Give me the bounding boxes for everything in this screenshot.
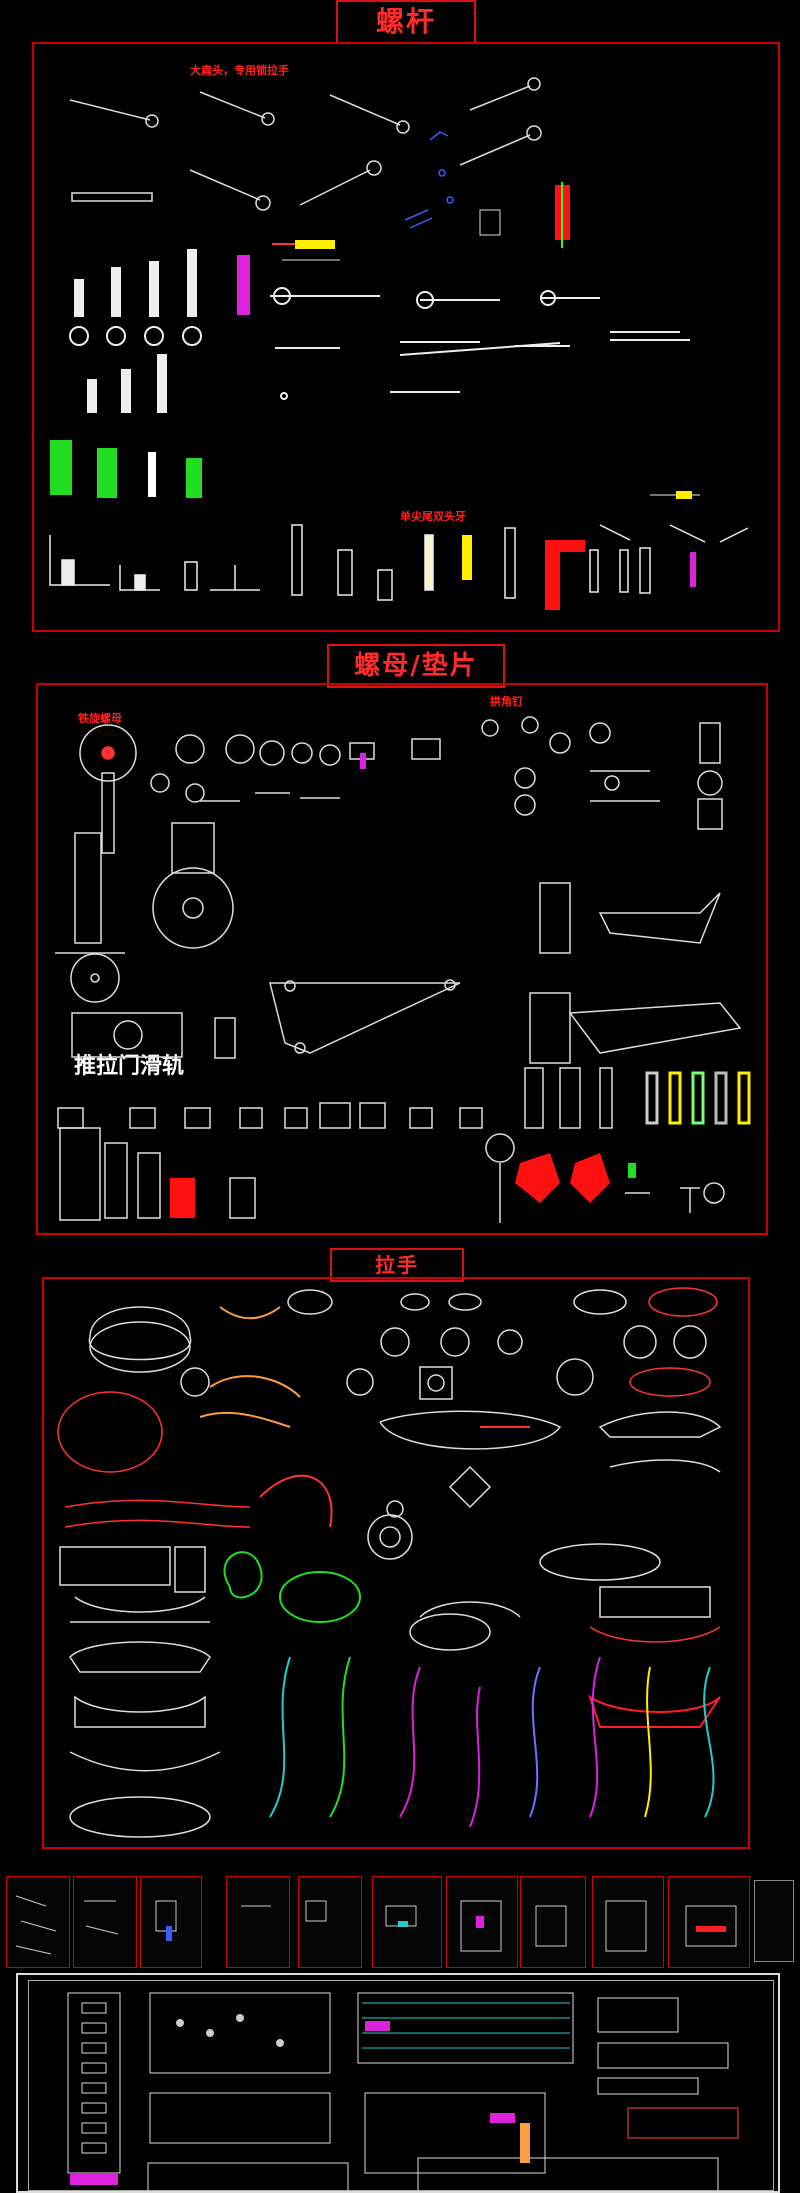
section-title-bolts: 螺杆 — [336, 0, 476, 44]
bolts-note-mid: 单尖尾双头牙 — [400, 510, 466, 523]
thumbnail-strip — [6, 1876, 796, 1971]
thumbnail-5[interactable] — [298, 1876, 362, 1968]
sliding-door-rail-label: 推拉门滑轨 — [74, 1054, 185, 1079]
bolts-frame — [32, 42, 780, 632]
thumbnail-1[interactable] — [6, 1876, 70, 1968]
bolts-drawings — [49, 77, 749, 610]
thumbnail-11[interactable] — [754, 1880, 794, 1962]
nuts-note-left: 铁旋螺母 — [78, 712, 122, 725]
nuts-drawings — [55, 716, 751, 1223]
handles-drawings — [57, 1287, 722, 1838]
thumbnail-3[interactable] — [140, 1876, 202, 1968]
thumbnail-8[interactable] — [520, 1876, 586, 1968]
thumbnail-2[interactable] — [73, 1876, 137, 1968]
bottom-sheet-drawings — [67, 1992, 739, 2193]
section-title-nuts: 螺母/垫片 — [327, 644, 505, 688]
thumbnail-4[interactable] — [226, 1876, 290, 1968]
nuts-note-right: 拱角钉 — [490, 695, 523, 708]
section-title-handles: 拉手 — [330, 1248, 464, 1282]
bolts-note-top: 大扁头，专用锁拉手 — [190, 64, 289, 77]
handles-frame — [42, 1277, 750, 1849]
nuts-frame — [36, 683, 768, 1235]
thumbnail-9[interactable] — [592, 1876, 664, 1968]
thumbnail-strip-marks — [15, 1895, 737, 1955]
